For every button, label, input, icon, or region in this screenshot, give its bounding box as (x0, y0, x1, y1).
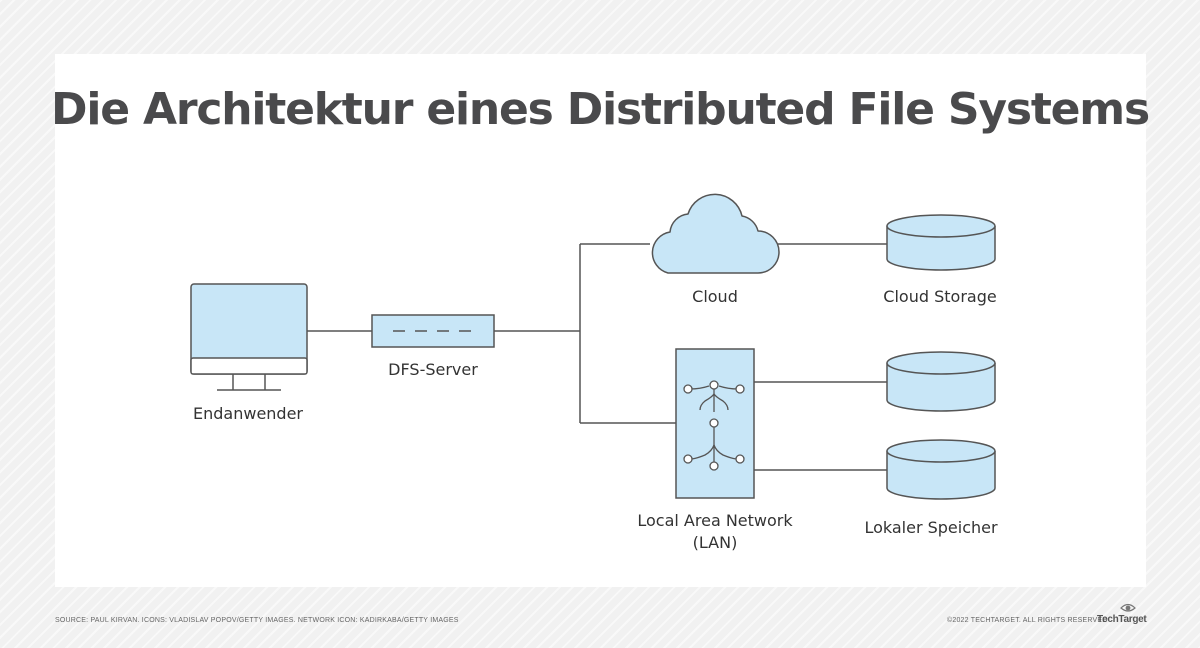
label-cloud: Cloud (692, 287, 738, 306)
dfs-server-icon (371, 314, 495, 348)
source-credit: SOURCE: PAUL KIRVAN. ICONS: VLADISLAV PO… (55, 617, 459, 624)
local-storage-icon-2 (886, 439, 996, 500)
label-lan-line1: Local Area Network (637, 511, 793, 530)
lan-switch-icon (675, 348, 755, 499)
connector-lines (307, 243, 887, 471)
local-storage-icon-1 (886, 351, 996, 412)
label-lan: Local Area Network (LAN) (637, 510, 792, 554)
label-lan-line2: (LAN) (692, 533, 738, 552)
copyright-notice: ©2022 TECHTARGET. ALL RIGHTS RESERVED (947, 617, 1108, 624)
page-title: Die Architektur eines Distributed File S… (51, 84, 1150, 135)
cloud-icon (651, 193, 780, 274)
cloud-storage-icon (886, 214, 996, 271)
label-local-storage: Lokaler Speicher (864, 518, 998, 537)
brand-logo: TechTarget (1097, 601, 1149, 627)
label-dfs-server: DFS-Server (388, 360, 478, 379)
label-end-user: Endanwender (193, 404, 303, 423)
brand-name: TechTarget (1097, 614, 1147, 625)
eye-logo-icon (1120, 603, 1136, 612)
label-cloud-storage: Cloud Storage (883, 287, 997, 306)
monitor-icon (190, 283, 308, 391)
